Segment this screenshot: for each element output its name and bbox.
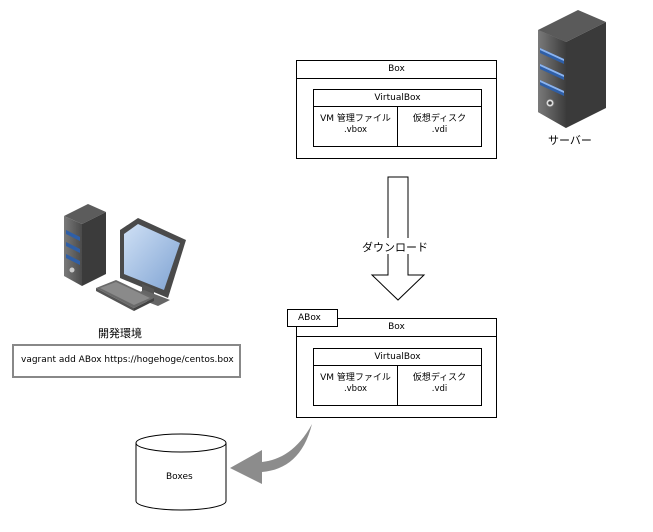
bottom-vbox-cell: VM 管理ファイル .vbox [314, 366, 398, 405]
dev-label: 開発環境 [98, 327, 142, 340]
developer-pc-icon [64, 204, 186, 311]
top-virtualbox: VirtualBox VM 管理ファイル .vbox 仮想ディスク .vdi [313, 89, 482, 147]
bottom-vdi-cell: 仮想ディスク .vdi [398, 366, 481, 405]
top-box: Box VirtualBox VM 管理ファイル .vbox 仮想ディスク .v… [296, 60, 497, 159]
bottom-vbox-label: VM 管理ファイル [320, 373, 391, 383]
server-icon [538, 10, 606, 128]
bottom-vdi-label: 仮想ディスク [412, 373, 467, 383]
top-vbox-cell: VM 管理ファイル .vbox [314, 107, 398, 146]
top-box-title: Box [297, 61, 496, 79]
boxes-storage-icon [135, 433, 227, 511]
bottom-box: Box VirtualBox VM 管理ファイル .vbox 仮想ディスク .v… [296, 318, 497, 418]
abox-tag-label: ABox [298, 313, 321, 323]
command-text: vagrant add ABox https://hogehoge/centos… [21, 355, 234, 365]
top-vbox-ext: .vbox [343, 125, 368, 135]
top-vbox-label: VM 管理ファイル [320, 114, 391, 124]
top-vdi-ext: .vdi [431, 125, 448, 135]
server-label: サーバー [548, 134, 592, 147]
bottom-vbox-ext: .vbox [343, 384, 368, 394]
bottom-vdi-ext: .vdi [431, 384, 448, 394]
bottom-virtualbox: VirtualBox VM 管理ファイル .vbox 仮想ディスク .vdi [313, 348, 482, 406]
bottom-box-title: Box [297, 319, 496, 337]
command-box: vagrant add ABox https://hogehoge/centos… [12, 344, 241, 378]
top-virtualbox-title: VirtualBox [314, 90, 481, 107]
save-arrow [230, 424, 312, 484]
boxes-label: Boxes [166, 472, 193, 482]
top-vdi-cell: 仮想ディスク .vdi [398, 107, 481, 146]
abox-tag: ABox [287, 309, 338, 327]
top-vdi-label: 仮想ディスク [412, 114, 467, 124]
download-label: ダウンロード [362, 241, 428, 254]
download-label-bg [358, 238, 430, 254]
bottom-virtualbox-title: VirtualBox [314, 349, 481, 366]
